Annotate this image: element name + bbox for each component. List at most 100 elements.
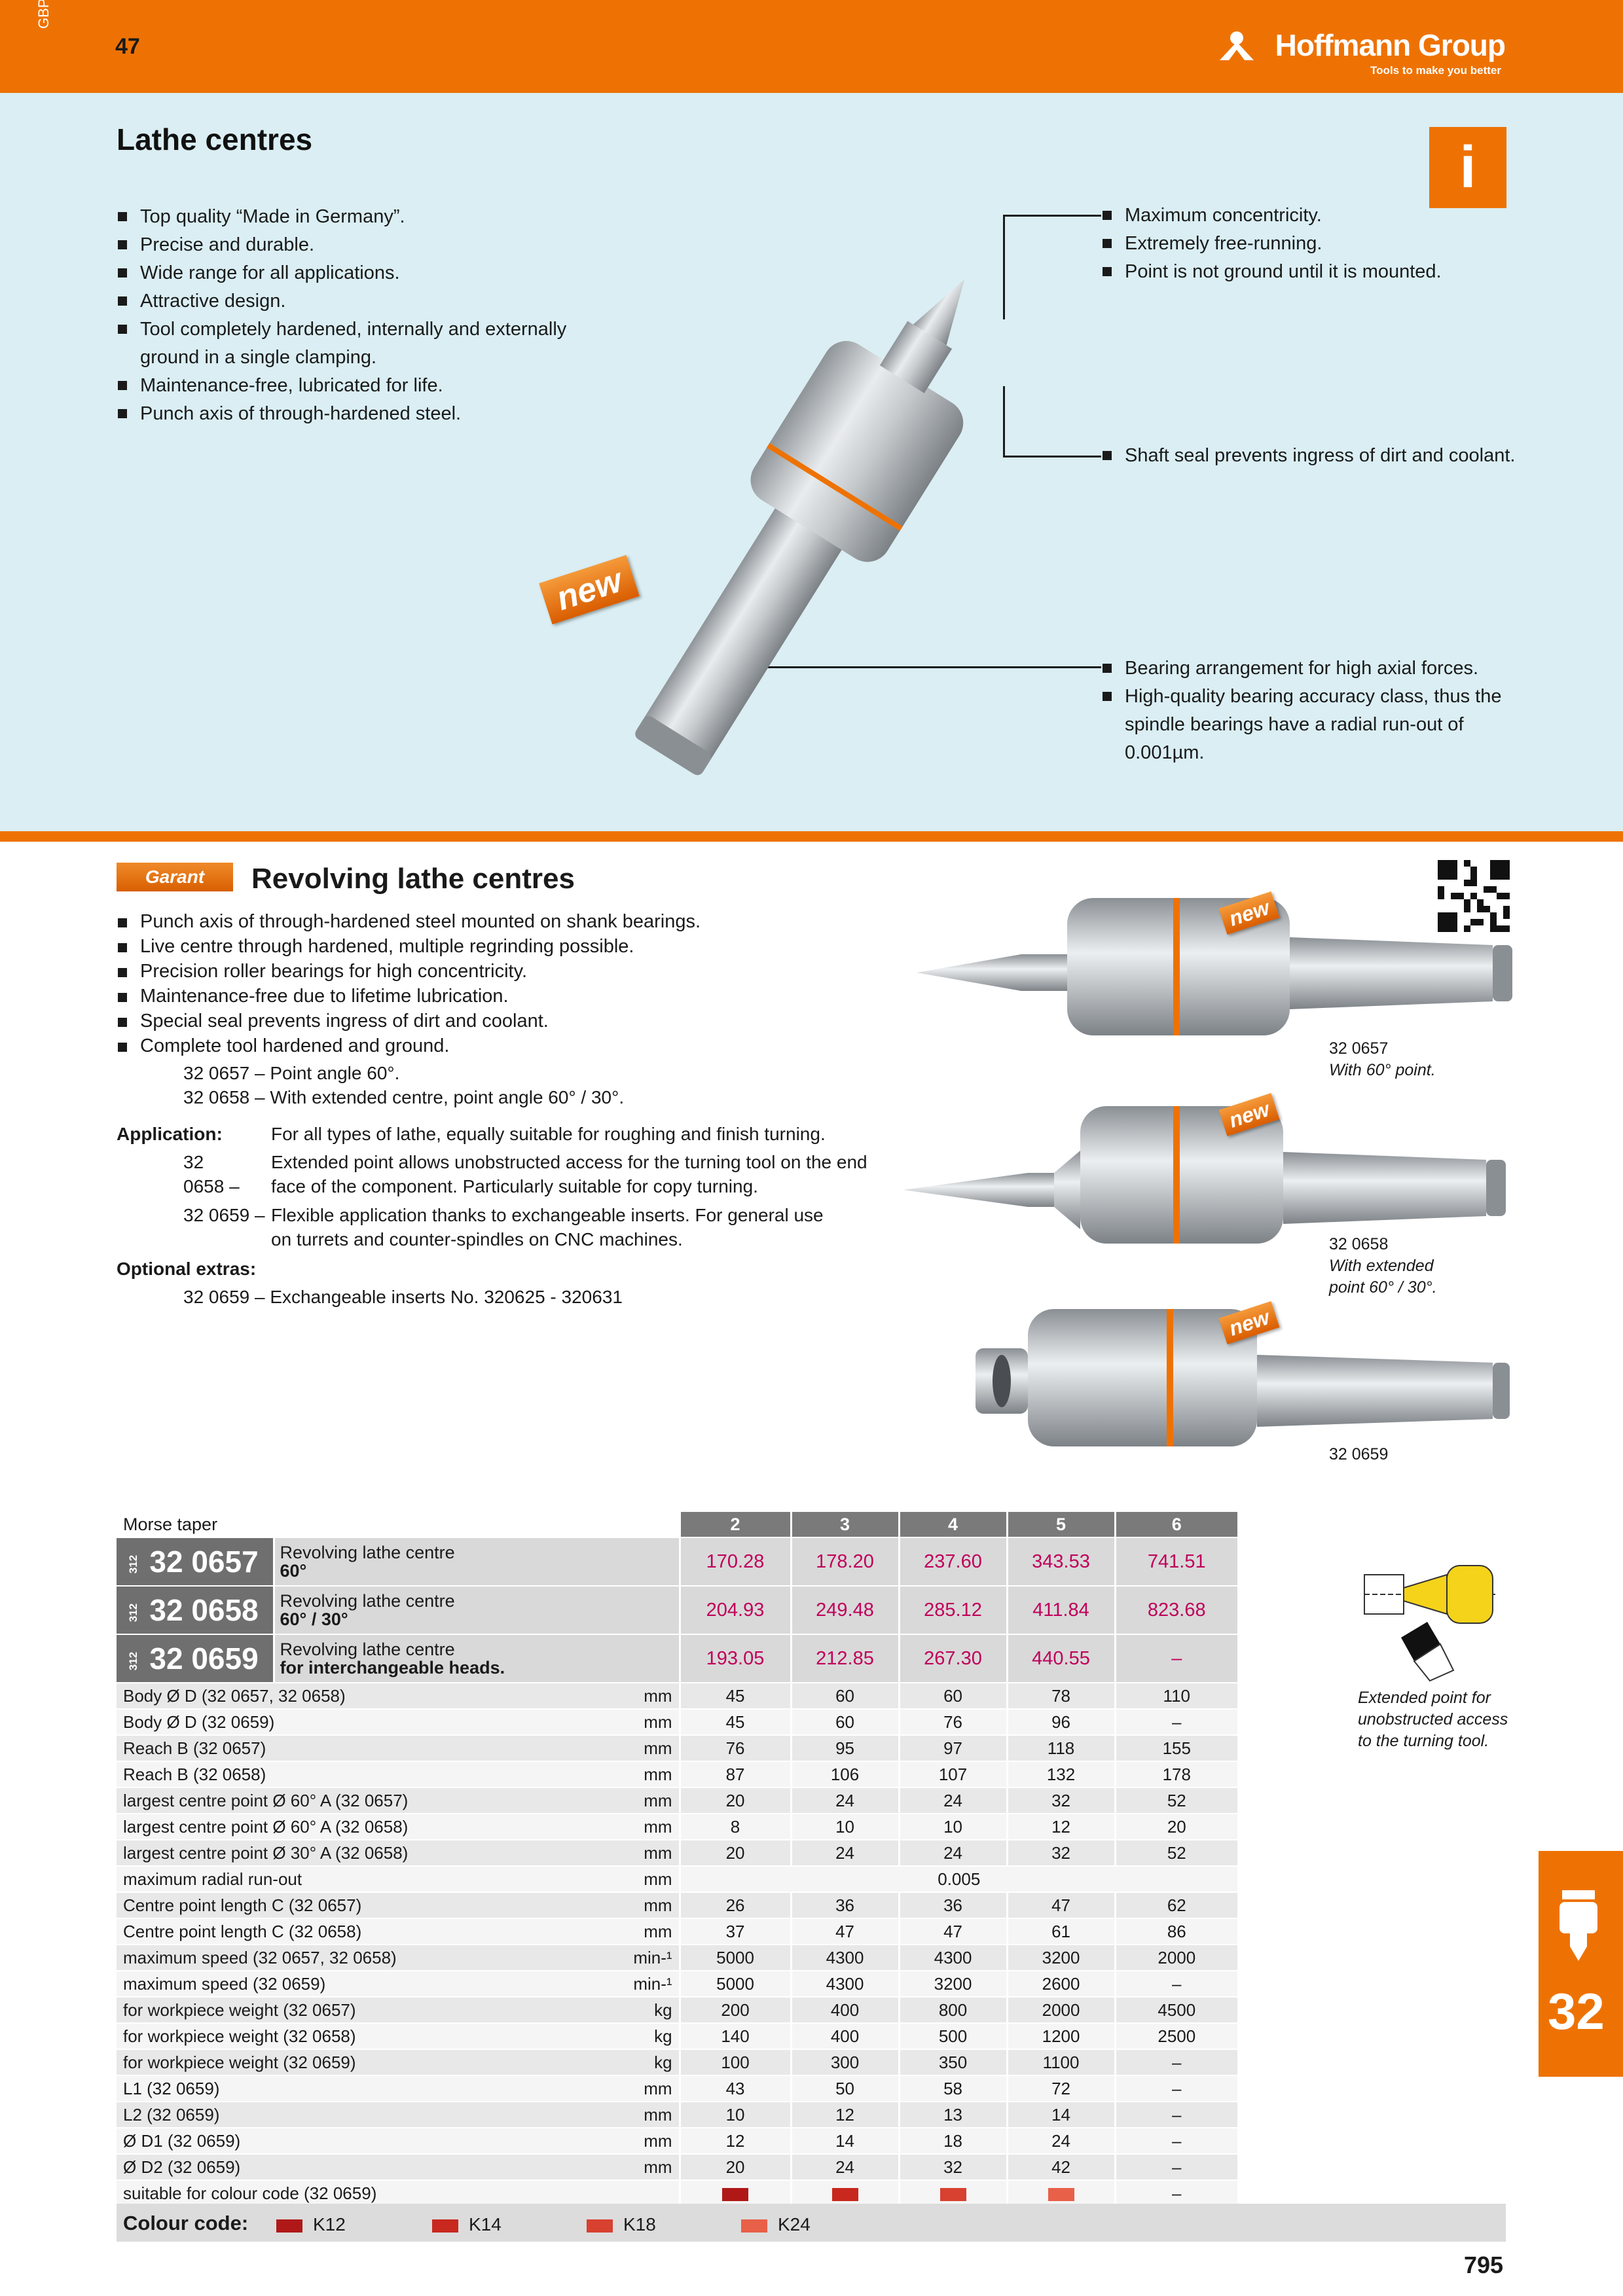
spec-value: – xyxy=(1114,1709,1238,1736)
callout-line xyxy=(1003,215,1005,319)
spec-value: 45 xyxy=(678,1709,792,1736)
spec-value: 32 xyxy=(898,2154,1008,2181)
bullet-item: Precision roller bearings for high conce… xyxy=(118,959,877,984)
bullet-item: Bearing arrangement for high axial force… xyxy=(1103,655,1522,683)
spec-value: 87 xyxy=(678,1761,792,1788)
colour-code-name: K12 xyxy=(313,2214,346,2234)
price-cell: 741.51 xyxy=(1114,1537,1238,1587)
variant-item: 32 0657 – Point angle 60°. xyxy=(183,1063,400,1083)
spec-unit: mm xyxy=(601,1683,680,1710)
spec-unit: mm xyxy=(601,1866,680,1893)
spec-label: for workpiece weight (32 0659) xyxy=(117,2049,601,2076)
spec-unit: mm xyxy=(601,1840,680,1867)
colour-code-name: K24 xyxy=(778,2214,811,2234)
spec-unit: mm xyxy=(601,1918,680,1945)
colour-swatch xyxy=(939,2187,966,2201)
image-caption: With 60° point. xyxy=(1329,1061,1436,1079)
brand-logo: Hoffmann Group Tools to make you better xyxy=(1217,24,1506,82)
spec-value: 200 xyxy=(678,1997,792,2024)
colour-swatch-cell xyxy=(678,2180,792,2207)
spec-label: Ø D2 (32 0659) xyxy=(117,2154,601,2181)
spec-value: – xyxy=(1172,2183,1182,2203)
spec-label: Reach B (32 0657) xyxy=(117,1735,601,1762)
spec-value: 2000 xyxy=(1006,1997,1116,2024)
article-desc-line: Revolving lathe centre xyxy=(280,1640,455,1659)
spec-value: 18 xyxy=(898,2128,1008,2155)
spec-value: 24 xyxy=(898,1840,1008,1867)
spec-label: maximum speed (32 0659) xyxy=(117,1971,601,1998)
table-row: largest centre point Ø 60° A (32 0657)mm… xyxy=(117,1787,1238,1814)
lathe-centre-image xyxy=(635,279,965,776)
table-row: largest centre point Ø 60° A (32 0658)mm… xyxy=(117,1814,1238,1840)
spec-value: 4300 xyxy=(790,1971,900,1998)
revolving-bullets: Punch axis of through-hardened steel mou… xyxy=(118,909,877,1058)
product-image-320657 xyxy=(917,898,1512,1035)
spec-value: 12 xyxy=(678,2128,792,2155)
app-note-text: Extended point allows unobstructed acces… xyxy=(271,1152,867,1196)
price-cell: 440.55 xyxy=(1006,1634,1116,1683)
spec-value: 110 xyxy=(1114,1683,1238,1710)
spec-unit: min-¹ xyxy=(601,1971,680,1998)
spec-value: 10 xyxy=(898,1814,1008,1840)
app-note-code: 32 0658 – xyxy=(183,1152,240,1196)
spec-label: Ø D1 (32 0659) xyxy=(117,2128,601,2155)
spec-label: largest centre point Ø 60° A (32 0657) xyxy=(117,1787,601,1814)
colour-swatch xyxy=(741,2219,767,2233)
spec-unit: mm xyxy=(601,1761,680,1788)
spec-value: 500 xyxy=(898,2023,1008,2050)
chapter-tab[interactable]: 32 xyxy=(1539,1851,1623,2077)
price-cell: – xyxy=(1114,1634,1238,1683)
spec-value: 60 xyxy=(790,1683,900,1710)
colour-swatch xyxy=(587,2219,613,2233)
image-caption-code: 32 0657 xyxy=(1329,1039,1389,1058)
colour-swatch xyxy=(831,2187,858,2201)
colour-swatch-cell xyxy=(790,2180,900,2207)
colour-swatch xyxy=(432,2219,458,2233)
article-desc-line: Revolving lathe centre xyxy=(280,1543,455,1562)
spec-unit: mm xyxy=(601,1735,680,1762)
image-caption-code: 32 0658 xyxy=(1329,1235,1389,1253)
callout-line xyxy=(1003,386,1005,456)
spec-value: 52 xyxy=(1114,1840,1238,1867)
bullet-item: Complete tool hardened and ground. xyxy=(118,1033,877,1058)
spec-label: for workpiece weight (32 0658) xyxy=(117,2023,601,2050)
spec-unit xyxy=(601,2180,680,2207)
spec-unit: mm xyxy=(601,2128,680,2155)
spec-label: largest centre point Ø 30° A (32 0658) xyxy=(117,1840,601,1867)
spec-value: 95 xyxy=(790,1735,900,1762)
spec-value: 47 xyxy=(1006,1892,1116,1919)
spec-value: 32 xyxy=(1006,1787,1116,1814)
bullet-item: Special seal prevents ingress of dirt an… xyxy=(118,1009,877,1033)
spec-value: 78 xyxy=(1006,1683,1116,1710)
spec-value: 76 xyxy=(898,1709,1008,1736)
spec-value: 300 xyxy=(790,2049,900,2076)
spec-value: 100 xyxy=(678,2049,792,2076)
spec-label: Centre point length C (32 0658) xyxy=(117,1918,601,1945)
spec-value: 8 xyxy=(678,1814,792,1840)
app-note-text: Flexible application thanks to exchangea… xyxy=(271,1205,824,1249)
article-desc-line: Revolving lathe centre xyxy=(280,1591,455,1611)
spec-value: 97 xyxy=(898,1735,1008,1762)
article-no: 32 0658 xyxy=(149,1593,259,1627)
spec-unit: mm xyxy=(601,2154,680,2181)
callout-line xyxy=(746,666,1101,668)
bullet-item: Shaft seal prevents ingress of dirt and … xyxy=(1103,442,1522,470)
morse-taper-label: Morse taper xyxy=(117,1512,680,1538)
product-image-320659 xyxy=(976,1309,1510,1446)
header-bar: GBP 47 Hoffmann Group Tools to make you … xyxy=(0,0,1623,93)
application-text: For all types of lathe, equally suitable… xyxy=(271,1124,826,1144)
spec-value: 37 xyxy=(678,1918,792,1945)
spec-value: 132 xyxy=(1006,1761,1116,1788)
